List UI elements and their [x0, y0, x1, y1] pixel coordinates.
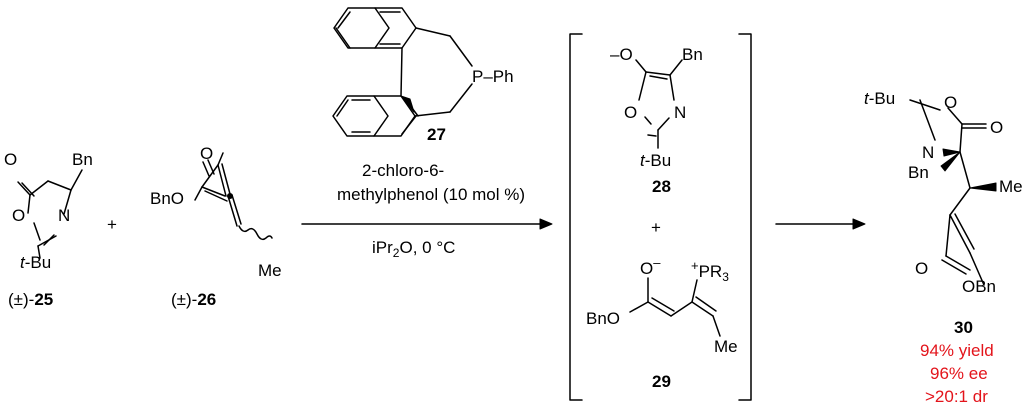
plus-sign-intermediates: + [651, 218, 661, 237]
compound-26: O BnO Me (±)-26 [150, 144, 282, 309]
compound-25-ring-o: O [12, 206, 25, 225]
intermediate-29-bonds [629, 277, 721, 337]
catalyst-27-phosphorus: P–Ph [472, 67, 514, 86]
reaction-arrow-main [301, 218, 553, 230]
intermediate-28-bn: Bn [682, 45, 703, 64]
intermediate-28-label: 28 [652, 177, 671, 196]
intermediate-28-bonds [635, 59, 683, 149]
intermediate-28-tbu: t-Bu [640, 151, 671, 170]
conditions-additive-line2: methylphenol (10 mol %) [337, 185, 525, 204]
intermediate-28-enolate: –O [610, 45, 633, 64]
compound-25-tbu: t-Bu [20, 253, 51, 272]
product-30-bonds [909, 99, 987, 286]
compound-25-ring-n: N [58, 206, 70, 225]
catalyst-27-label: 27 [427, 125, 446, 144]
intermediate-29-label: 29 [652, 372, 671, 391]
product-30-stereo-wedge-me [969, 182, 997, 192]
result-yield: 94% yield [920, 341, 994, 360]
product-30-stereo-wedge-n [942, 148, 961, 157]
product-30-ring-o: O [944, 93, 957, 112]
product-30-carbonyl-o: O [915, 259, 928, 278]
result-dr: >20:1 dr [925, 387, 988, 406]
conditions-solvent: iPr2O, 0 °C [372, 238, 455, 260]
product-30-ester-bonds [941, 214, 971, 275]
compound-26-bonds [194, 152, 273, 241]
intermediate-28-ring-o: O [624, 103, 637, 122]
allene-center-dot [227, 193, 233, 199]
compound-25: O Bn O N t-Bu (±)-25 [4, 150, 93, 309]
intermediate-29-phosphonium: +PR3 [691, 258, 729, 284]
compound-25-ketone-o: O [4, 150, 17, 169]
plus-sign-left: + [107, 215, 117, 234]
left-bracket [569, 33, 583, 401]
product-30-stereo-wedge-bn [940, 151, 961, 172]
intermediate-29-methyl: Me [714, 337, 738, 356]
product-30-ester: OBn [962, 277, 996, 296]
intermediate-29-enolate-o: O– [640, 255, 661, 278]
compound-26-carbonyl-o: O [200, 144, 213, 163]
product-30-tbu: t-Bu [864, 89, 895, 108]
compound-25-bn: Bn [72, 150, 93, 169]
right-bracket [738, 33, 752, 401]
catalyst-27-biaryl-and-bridge [400, 27, 473, 117]
intermediate-brackets [569, 33, 752, 401]
intermediate-28-ring-n: N [674, 103, 686, 122]
catalyst-27: P–Ph 27 [332, 7, 514, 144]
compound-26-methyl: Me [258, 261, 282, 280]
product-30-label: 30 [954, 318, 973, 337]
intermediate-29: O– +PR3 BnO Me 29 [586, 255, 738, 391]
compound-26-ester: BnO [150, 189, 184, 208]
product-30-bn: Bn [908, 163, 929, 182]
catalyst-27-stereo-wedge [400, 95, 415, 113]
product-30-ketone-o: O [990, 118, 1003, 137]
product-30-methyl: Me [999, 177, 1023, 196]
product-30-ring-n: N [922, 143, 934, 162]
product-30: t-Bu O O N Bn Me O OBn 30 94% yield 96% … [864, 89, 1023, 406]
compound-26-label: (±)-26 [171, 290, 216, 309]
conditions-additive-line1: 2-chloro-6- [362, 161, 444, 180]
compound-25-label: (±)-25 [8, 290, 53, 309]
result-ee: 96% ee [930, 364, 988, 383]
wavy-bond [238, 225, 273, 241]
reaction-arrow-product [775, 218, 866, 230]
catalyst-27-upper-naphthyl [333, 7, 417, 49]
intermediate-29-ester: BnO [586, 309, 620, 328]
compound-25-bonds [17, 169, 83, 259]
intermediate-28: –O Bn O N t-Bu 28 [610, 45, 703, 196]
